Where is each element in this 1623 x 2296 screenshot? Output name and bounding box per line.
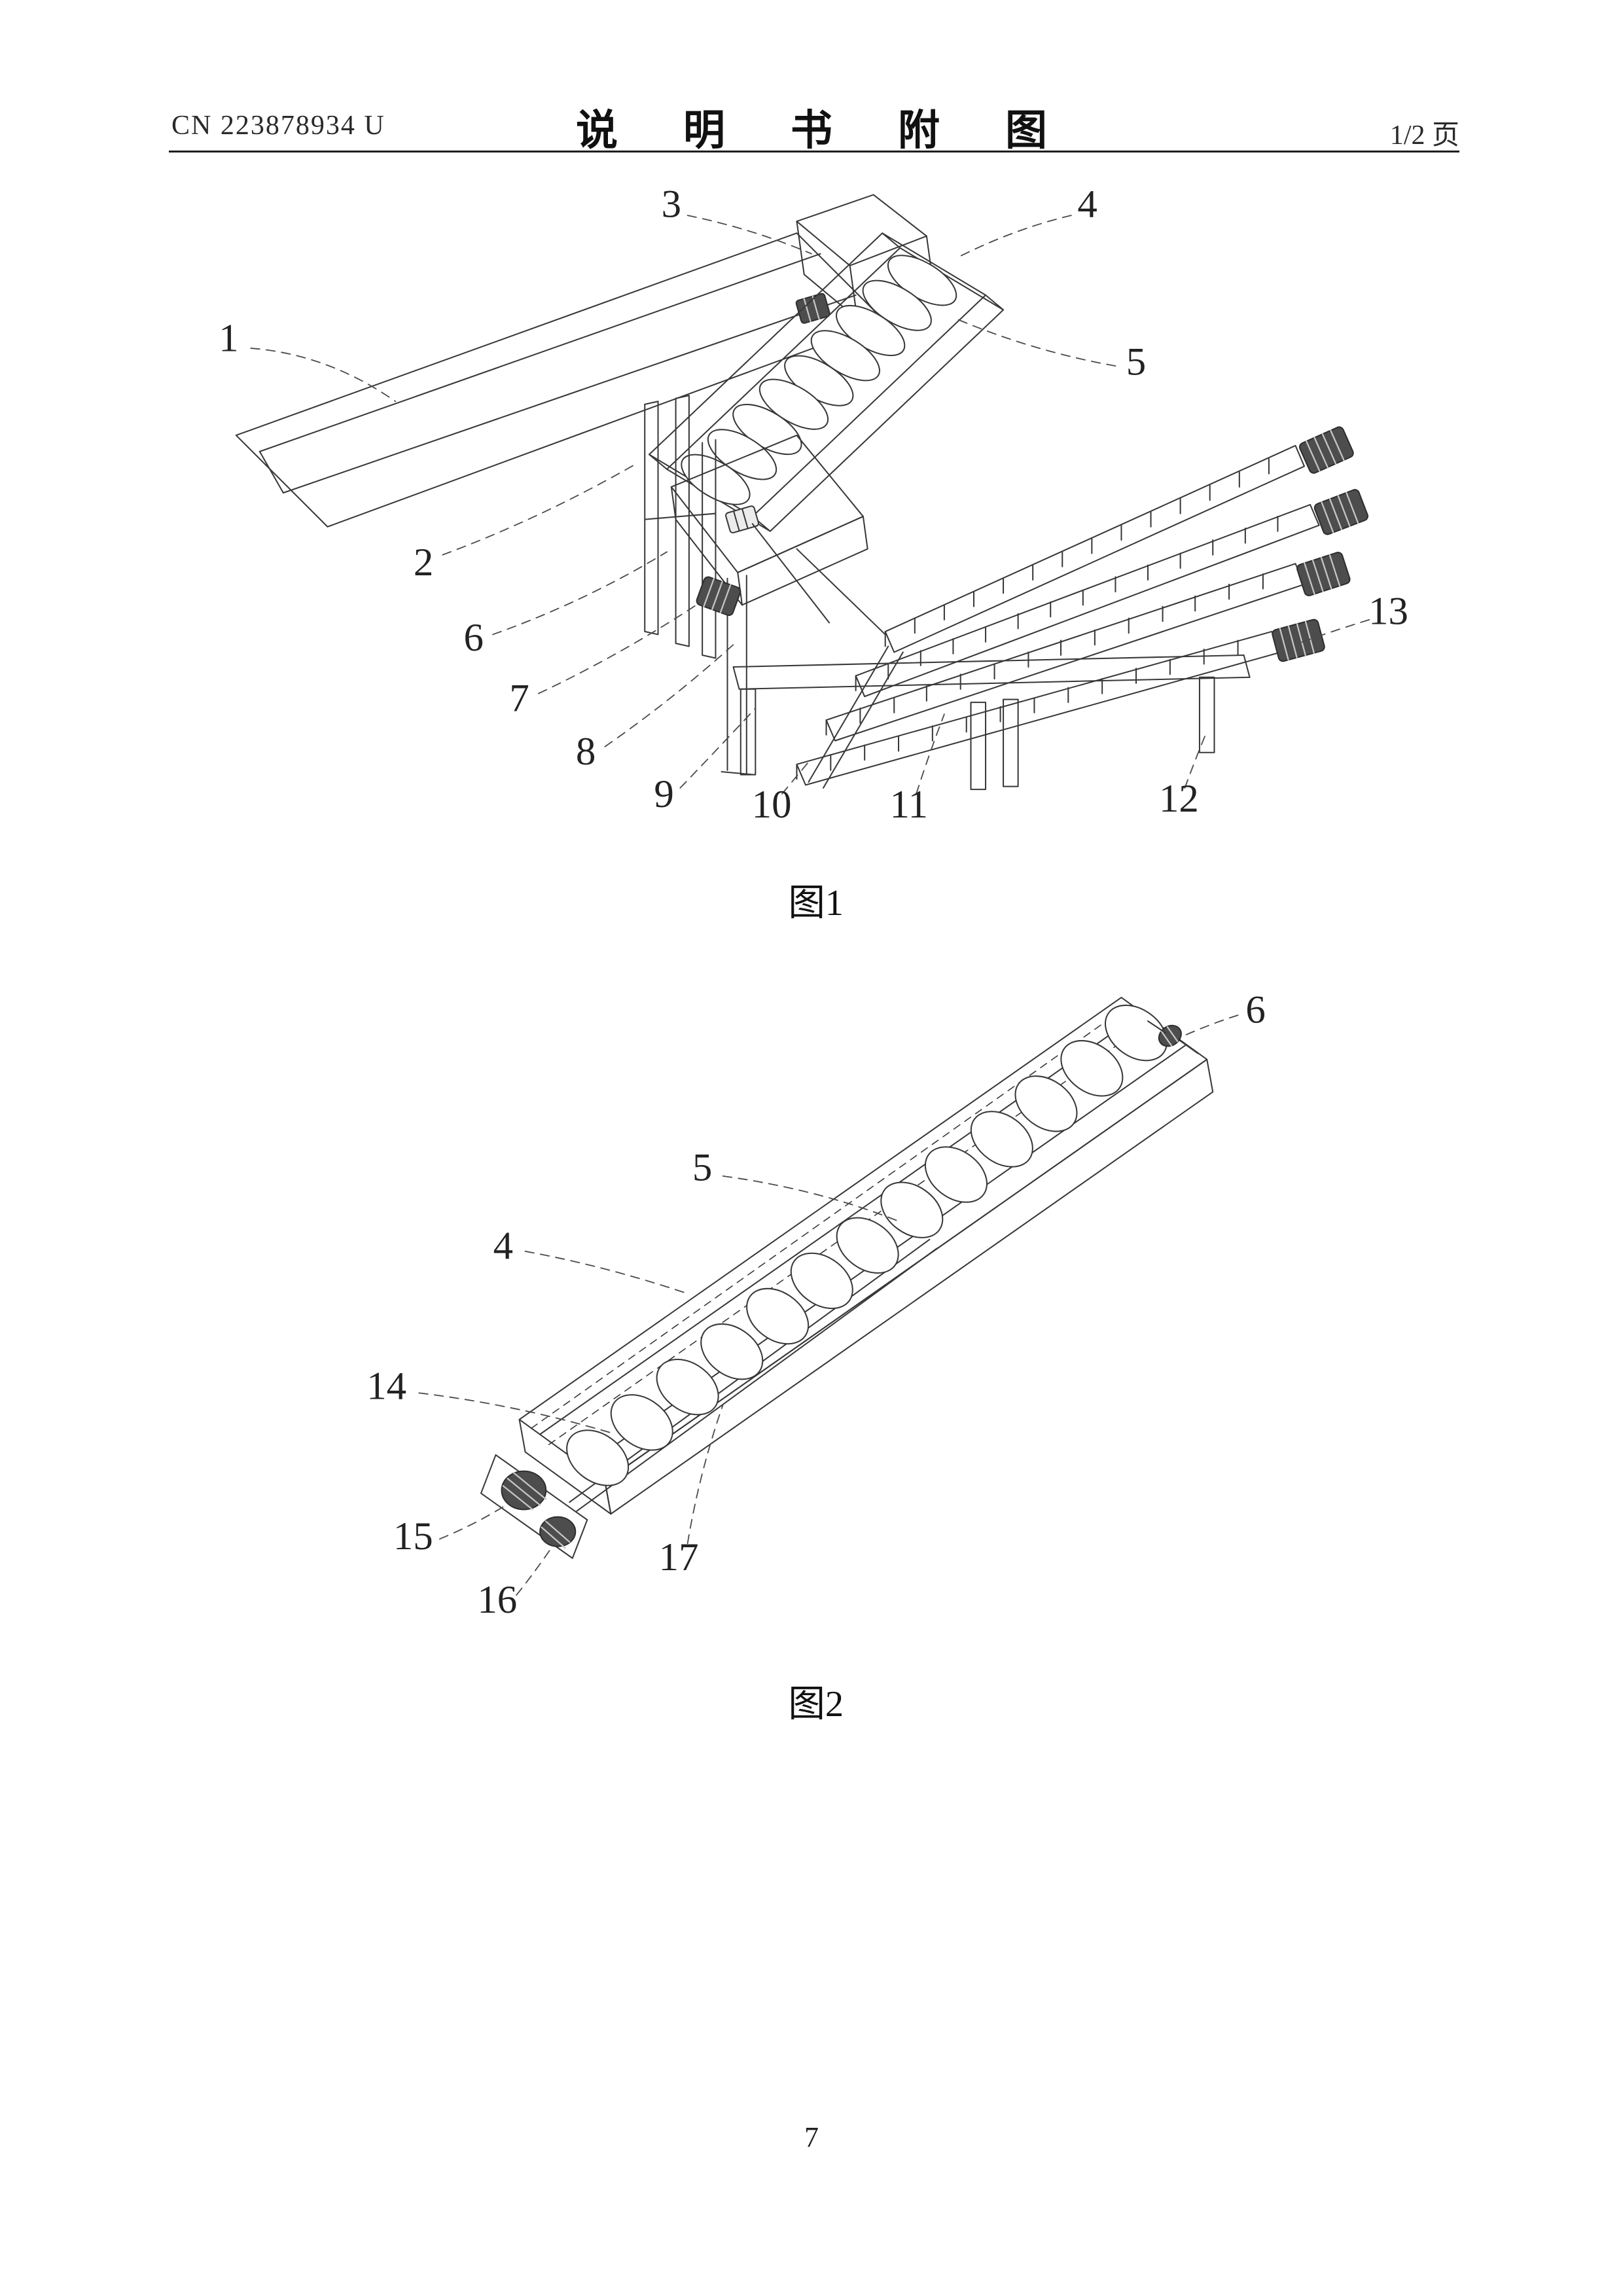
sizing-tray-2 <box>855 504 1320 698</box>
small-cylinder <box>725 505 760 533</box>
figure-1-caption: 图1 <box>788 883 844 924</box>
fig1-label-10: 10 <box>752 783 792 827</box>
sizing-tray-3 <box>825 563 1306 742</box>
figure-2-caption: 图2 <box>788 1684 844 1725</box>
fig1-label-12: 12 <box>1159 777 1199 821</box>
fig1-label-11: 11 <box>889 783 928 827</box>
tray-knob-4 <box>1272 619 1325 662</box>
fig2-label-15: 15 <box>393 1515 433 1558</box>
fig1-label-6: 6 <box>463 616 483 660</box>
fig2-label-6: 6 <box>1245 988 1265 1031</box>
tray-knob-3 <box>1296 552 1351 596</box>
hand-knob <box>696 576 741 617</box>
fig1-label-2: 2 <box>414 541 433 584</box>
end-knob <box>1158 1024 1182 1047</box>
fig1-label-5: 5 <box>1126 340 1146 384</box>
fig1-label-3: 3 <box>662 182 681 226</box>
fig1-leader-lines <box>250 215 1370 795</box>
base-rail <box>732 654 1251 791</box>
figure-1-drawing: 1 2 3 4 5 6 7 8 9 10 11 12 13 图1 <box>219 182 1408 923</box>
fig1-label-13: 13 <box>1368 590 1408 634</box>
header-rule <box>169 151 1459 152</box>
fig2-leader-lines <box>418 1014 1239 1596</box>
tray-knob-1 <box>1298 426 1354 474</box>
fig2-label-4: 4 <box>493 1224 513 1268</box>
fig2-label-5: 5 <box>692 1146 712 1190</box>
tray-rollers <box>566 1004 1168 1486</box>
middle-trough <box>670 435 868 606</box>
page-title: 说 明 书 附 图 <box>576 107 1075 154</box>
document-number: CN 223878934 U <box>171 111 385 141</box>
tray-knob-2 <box>1313 489 1368 535</box>
sizing-tray-1 <box>884 444 1306 653</box>
fig1-label-4: 4 <box>1077 182 1097 226</box>
frame-braces <box>751 523 904 789</box>
fig2-label-16: 16 <box>477 1578 517 1622</box>
support-frame <box>644 395 755 776</box>
fig1-label-8: 8 <box>576 730 596 774</box>
fig1-label-7: 7 <box>509 677 529 721</box>
fig2-label-14: 14 <box>366 1364 406 1408</box>
roller-conveyor <box>648 232 1005 532</box>
fig2-label-17: 17 <box>659 1535 699 1579</box>
page-indicator: 1/2 页 <box>1389 120 1459 151</box>
end-cap-assembly <box>480 1454 588 1559</box>
page-number: 7 <box>804 2121 819 2153</box>
fig1-label-9: 9 <box>654 772 673 816</box>
fig1-label-1: 1 <box>219 317 238 361</box>
figure-2-drawing: 6 5 4 14 15 16 17 图2 <box>366 988 1266 1725</box>
